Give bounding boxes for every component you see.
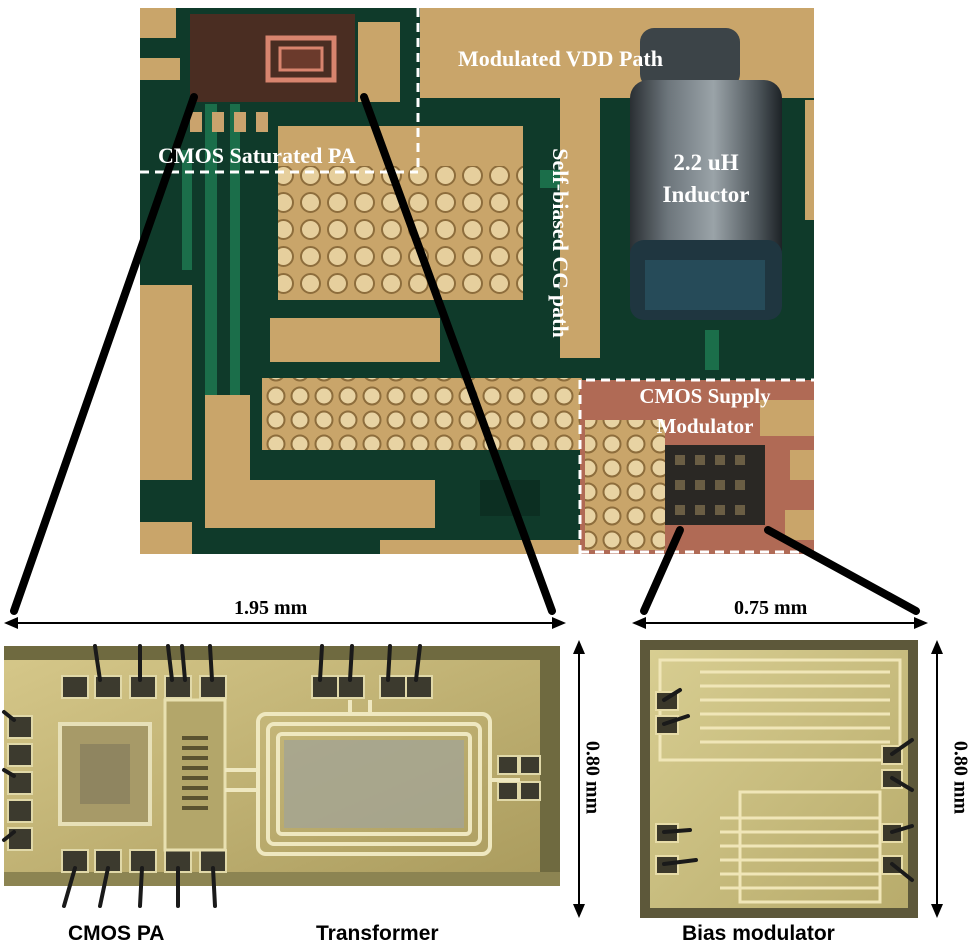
dimension-arrows — [4, 617, 943, 918]
caption-bias-modulator: Bias modulator — [682, 922, 835, 945]
pcb-photo — [140, 8, 814, 554]
dim-bias-height: 0.80 mm — [949, 740, 972, 815]
pa-die-micrograph — [2, 644, 560, 908]
dim-pa-width: 1.95 mm — [234, 597, 308, 619]
dim-bias-width: 0.75 mm — [734, 597, 808, 619]
label-inductor-name: Inductor — [662, 182, 750, 207]
zoom-lines — [10, 93, 920, 615]
label-modulated-vdd: Modulated VDD Path — [458, 46, 663, 71]
inductor-component — [630, 28, 782, 320]
label-cmos-saturated-pa: CMOS Saturated PA — [158, 143, 356, 168]
caption-cmos-pa: CMOS PA — [68, 922, 165, 945]
label-cg-path: Self-biased CG path — [548, 148, 573, 338]
caption-transformer: Transformer — [316, 922, 439, 945]
label-inductor-value: 2.2 uH — [673, 150, 739, 175]
bias-modulator-micrograph — [640, 640, 918, 918]
label-supply-modulator-2: Modulator — [656, 414, 754, 438]
label-supply-modulator-1: CMOS Supply — [639, 384, 771, 408]
annotation-dashes — [140, 8, 814, 554]
pa-die-on-board — [190, 14, 355, 102]
transformer-coil — [225, 700, 520, 856]
dim-pa-height: 0.80 mm — [581, 740, 604, 815]
